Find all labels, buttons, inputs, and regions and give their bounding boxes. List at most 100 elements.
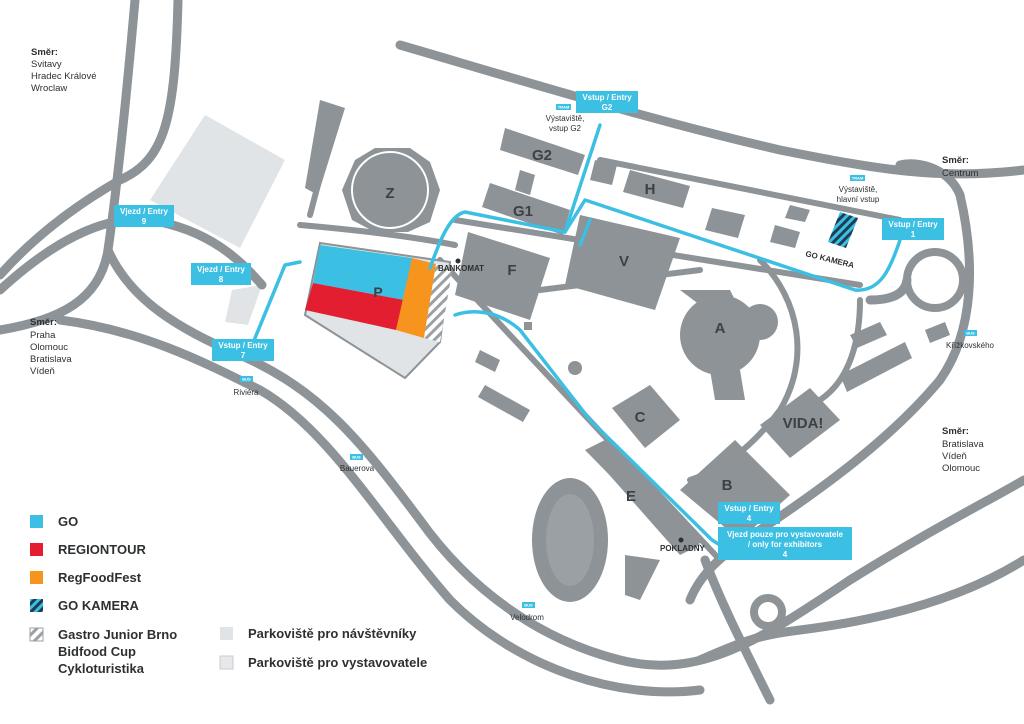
stop-velodrom: Velodrom — [510, 613, 544, 622]
entry-exhibitors[interactable]: Vjezd pouze pro vystavovatele / only for… — [718, 527, 852, 560]
go-route — [244, 123, 902, 547]
entry-g2[interactable]: Vstup / Entry G2 — [576, 91, 638, 113]
building-g2 — [500, 128, 585, 175]
entries: Vjezd / Entry 9 Vjezd / Entry 8 Vstup / … — [114, 91, 944, 560]
stop-main-line1: Výstaviště, — [839, 185, 878, 194]
bus-tag-bauerova: BUS — [352, 455, 361, 460]
entry-1-title: Vstup / Entry — [888, 220, 938, 229]
entry-4[interactable]: Vstup / Entry 4 — [718, 502, 780, 524]
route-link — [578, 218, 592, 247]
roundabout-east — [903, 248, 967, 312]
building-vida — [760, 388, 840, 458]
entry-4-title: Vstup / Entry — [724, 504, 774, 513]
stadium-inner — [546, 494, 594, 586]
legend-swatch-parking-visitors — [220, 627, 233, 640]
dir-top-right-1: Centrum — [942, 168, 979, 179]
road-west-north — [0, 0, 140, 335]
dir-right-2: Vídeň — [942, 451, 967, 462]
parking-areas — [150, 115, 285, 325]
hall-p-zones — [305, 245, 452, 342]
entry-8[interactable]: Vjezd / Entry 8 — [191, 263, 251, 285]
dir-top-left-1: Svitavy — [31, 59, 62, 70]
parking-visitors-area-small — [225, 285, 262, 325]
legend-go: GO — [58, 514, 78, 529]
building-square-small — [524, 322, 532, 330]
entry-exhibitors-line2: / only for exhibitors — [748, 540, 823, 549]
label-go-kamera: GO KAMERA — [805, 249, 856, 270]
building-v — [565, 215, 680, 310]
road-inner-7 — [817, 297, 863, 403]
label-bankomat: BANKOMAT — [438, 264, 484, 273]
road-network — [0, 0, 1024, 705]
entry-exhibitors-line1: Vjezd pouze pro vystavovatele — [727, 530, 844, 539]
roundabout-south — [750, 594, 786, 630]
road-inner-5 — [597, 157, 903, 223]
stop-riviera: Riviéra — [234, 388, 259, 397]
building-a-wing — [680, 290, 740, 310]
route-to-entry-4 — [453, 310, 722, 547]
pokladny-dot — [678, 537, 684, 543]
building-a-foot — [710, 370, 745, 400]
building-labels: Z P G2 G1 F V H A C VIDA! B E — [373, 147, 823, 505]
stop-g2-line1: Výstaviště, — [546, 114, 585, 123]
go-kamera-marker — [828, 212, 858, 248]
bus-tag-velodrom: BUS — [524, 603, 533, 608]
building-small-6 — [478, 385, 530, 422]
building-a-annex — [742, 304, 778, 340]
building-c — [612, 385, 680, 448]
entry-1[interactable]: Vstup / Entry 1 — [882, 218, 944, 240]
legend-swatch-gastro — [29, 627, 44, 642]
entry-9[interactable]: Vjezd / Entry 9 — [114, 205, 174, 227]
transit-stops: TRAM Výstaviště, vstup G2 TRAM Výstavišt… — [234, 104, 995, 622]
legend-swatch-parking-exhibitors — [219, 655, 234, 670]
road-west-branch — [0, 0, 183, 280]
dir-left-3: Bratislava — [30, 354, 72, 365]
road-south-link — [700, 555, 775, 705]
label-pokladny: POKLADNY — [660, 544, 706, 553]
label-b: B — [722, 477, 733, 494]
bus-tag-riviera: BUS — [242, 377, 251, 382]
label-g2: G2 — [532, 147, 552, 164]
zone-go — [313, 245, 412, 300]
building-g-link — [515, 170, 535, 195]
building-small-3 — [770, 225, 800, 248]
legend-swatch-regiontour — [30, 543, 43, 556]
bankomat-dot — [455, 258, 461, 264]
entry-g2-number: G2 — [602, 103, 613, 112]
zone-regiontour — [305, 283, 404, 330]
entry-4-number: 4 — [747, 514, 752, 523]
building-small-1 — [590, 160, 617, 185]
label-vida: VIDA! — [783, 415, 824, 432]
legend-gastro-1: Gastro Junior Brno — [58, 627, 177, 642]
tram-tag-main: TRAM — [852, 176, 864, 181]
entry-1-number: 1 — [911, 230, 916, 239]
bus-icon-velodrom — [522, 602, 535, 608]
building-a-dome — [680, 295, 760, 375]
label-z: Z — [385, 185, 394, 202]
directions: Směr: Svitavy Hradec Králové Wroclaw Smě… — [30, 47, 984, 474]
entry-7[interactable]: Vstup / Entry 7 — [212, 339, 274, 361]
legend-regfoodfest: RegFoodFest — [58, 570, 142, 585]
building-small-2 — [705, 208, 745, 238]
stop-g2-line2: vstup G2 — [549, 124, 582, 133]
legend-swatch-go-kamera — [30, 599, 43, 612]
building-f — [455, 232, 550, 320]
dir-right-3: Olomouc — [942, 463, 980, 474]
legend: GO REGIONTOUR RegFoodFest GO KAMERA Gast… — [29, 514, 427, 676]
legend-parking-exhibitors: Parkoviště pro vystavovatele — [248, 655, 427, 670]
bus-icon-krizkovskeho — [964, 330, 977, 336]
dir-right-heading: Směr: — [942, 426, 969, 437]
bus-tag-krizkovskeho: BUS — [966, 331, 975, 336]
road-inner-1 — [297, 222, 458, 248]
building-small-4 — [785, 205, 810, 222]
legend-parking-visitors: Parkoviště pro návštěvníky — [248, 626, 417, 641]
building-small-5 — [475, 350, 500, 372]
entry-exhibitors-number: 4 — [783, 550, 788, 559]
building-h — [623, 170, 690, 208]
legend-gastro-2: Bidfood Cup — [58, 644, 136, 659]
parking-visitors-area — [150, 115, 285, 248]
stop-krizkovskeho: Křížkovského — [946, 341, 995, 350]
label-c: C — [635, 409, 646, 426]
dir-top-left-2: Hradec Králové — [31, 71, 96, 82]
